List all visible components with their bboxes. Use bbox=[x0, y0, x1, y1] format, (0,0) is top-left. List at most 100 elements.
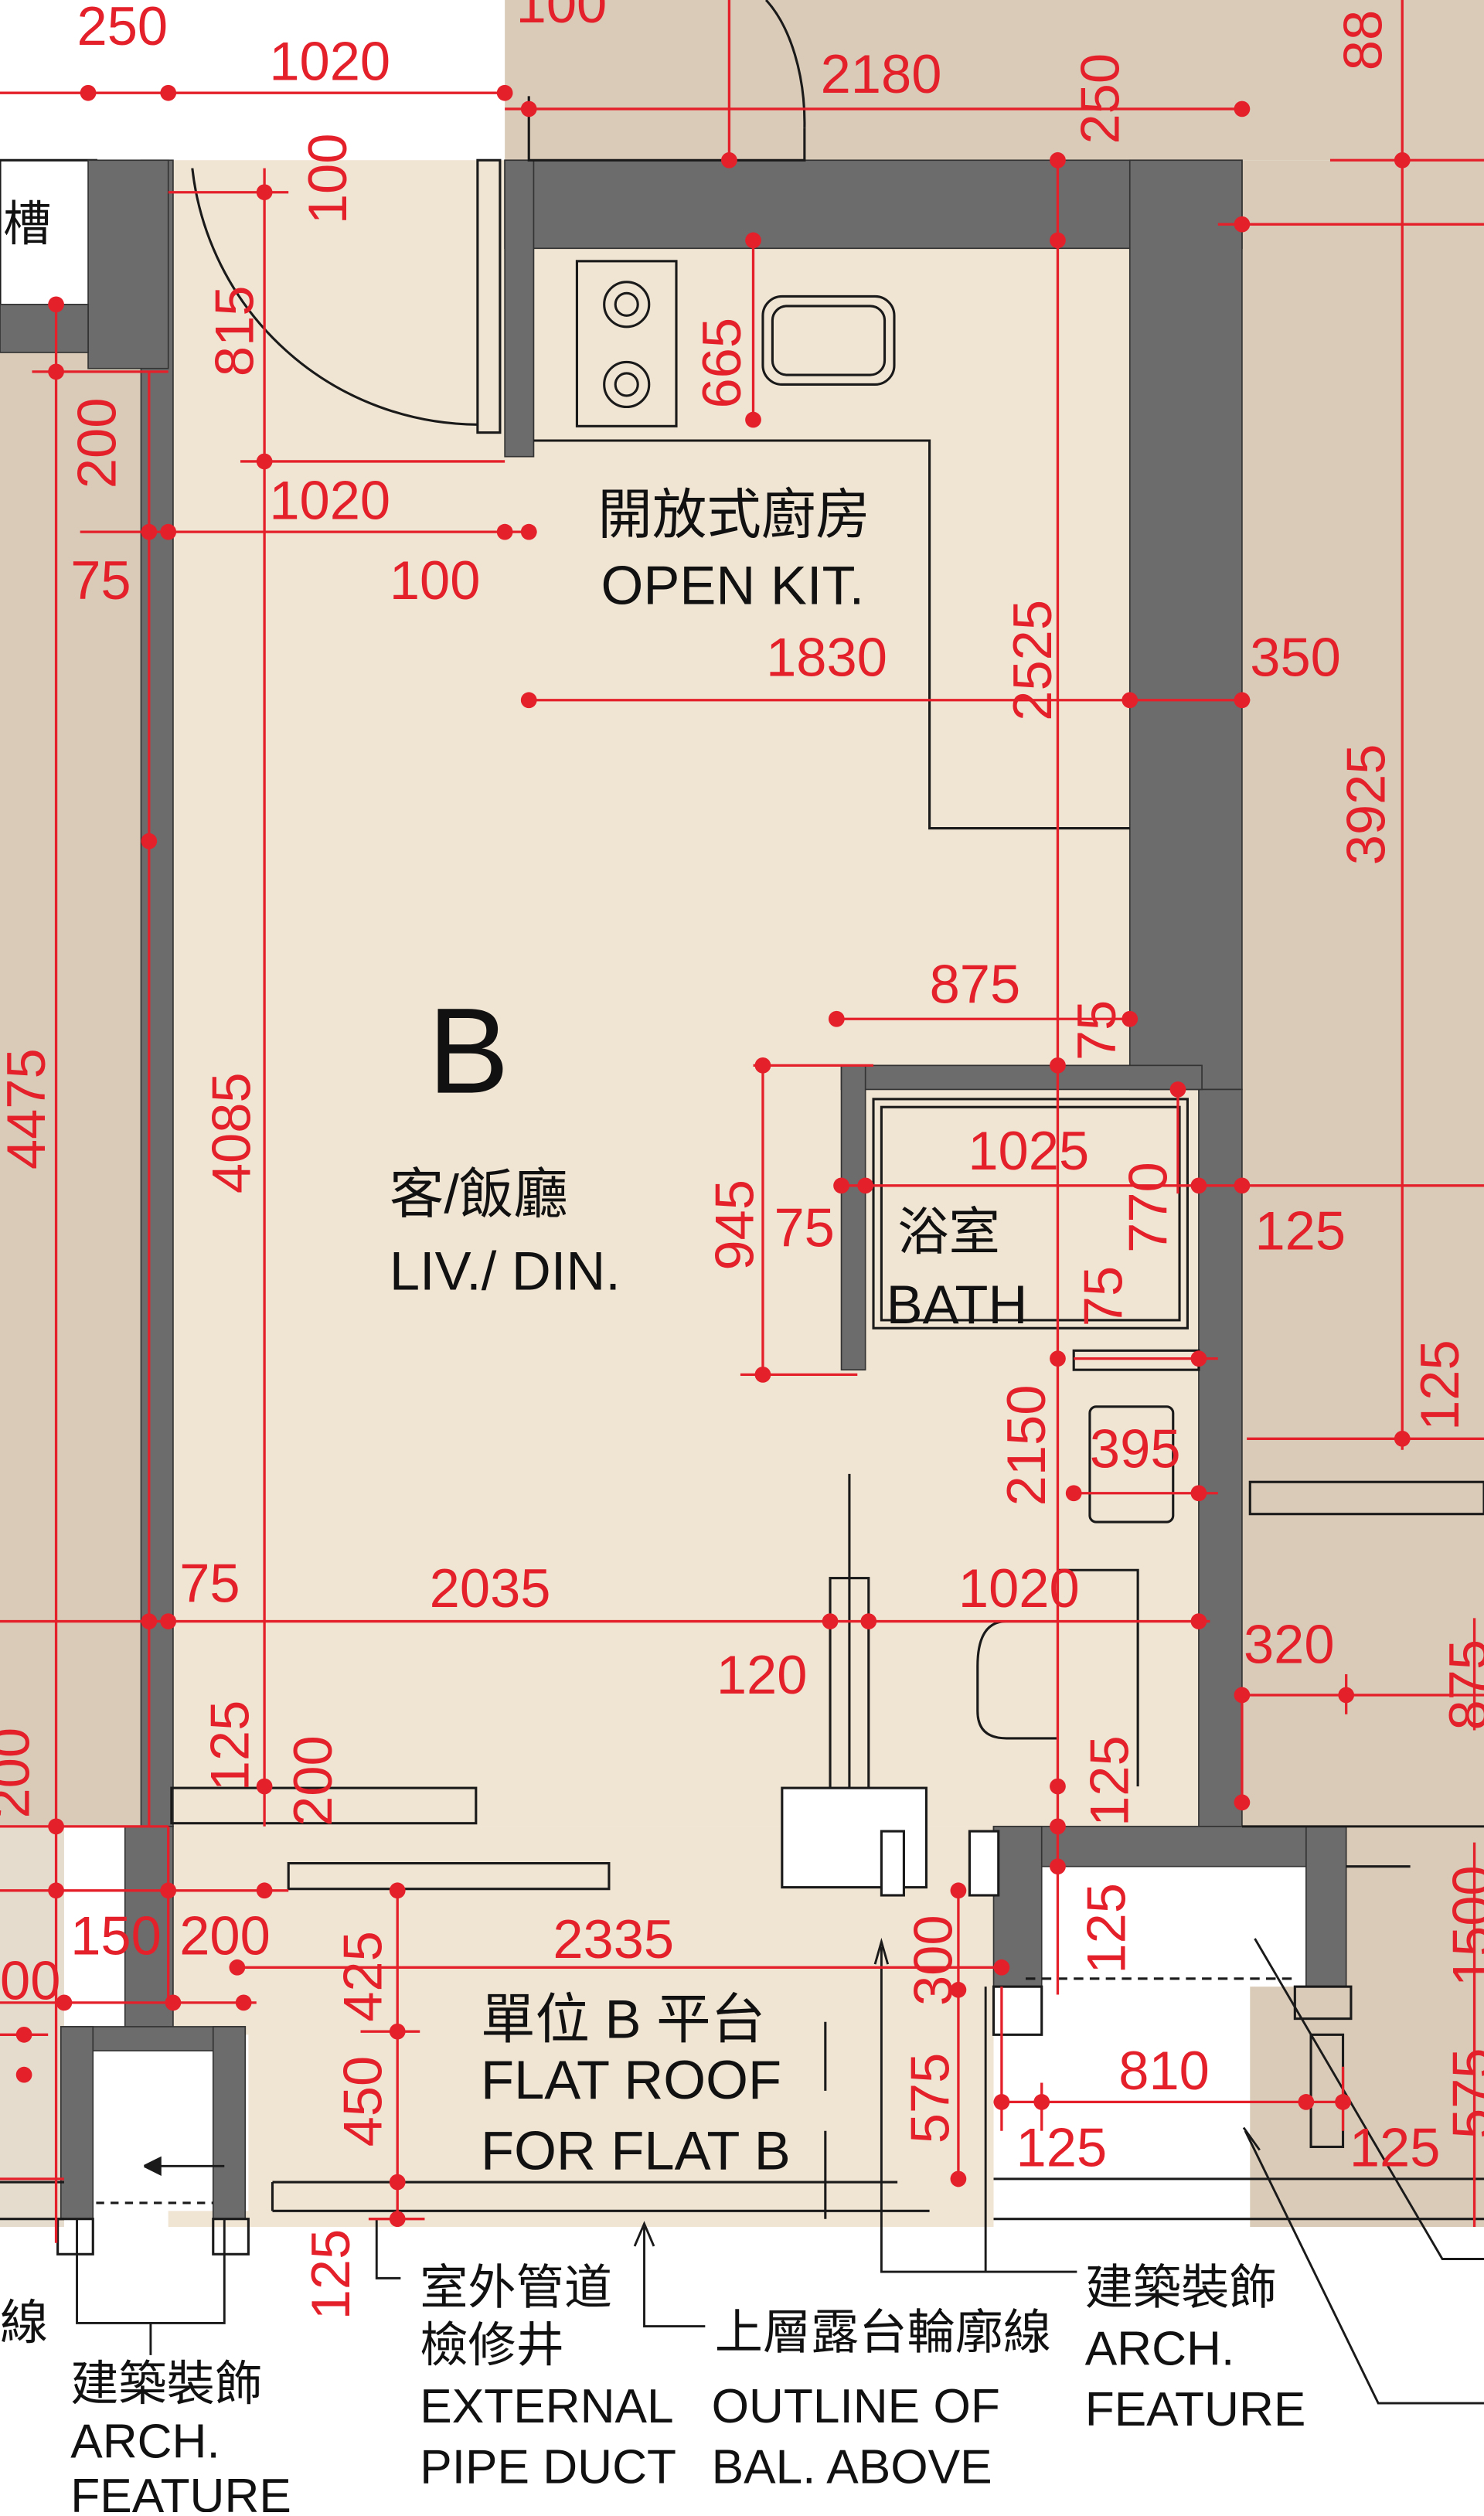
dim-250-top: 250 bbox=[77, 0, 168, 56]
wall-bath-top bbox=[840, 1064, 1203, 1091]
wall-left-stub bbox=[0, 303, 89, 353]
flat-roof-label-en1: FLAT ROOF bbox=[481, 2049, 781, 2110]
dim-200-lw: 200 bbox=[282, 1735, 343, 1827]
dimension-ticks bbox=[15, 84, 1411, 2228]
wall-right-kitchen bbox=[1128, 159, 1243, 1091]
dim-665: 665 bbox=[691, 318, 752, 409]
kitchen-label-en: OPEN KIT. bbox=[601, 554, 865, 615]
wall-kitchen-pillar bbox=[504, 159, 535, 458]
arch-feature-right-interior bbox=[1041, 1858, 1306, 1987]
dim-125-far: 125 bbox=[1409, 1340, 1470, 1431]
dim-2150: 2150 bbox=[996, 1385, 1057, 1507]
dim-75-left: 75 bbox=[70, 550, 131, 611]
dim-00: 00 bbox=[0, 1950, 60, 2011]
dim-250-right: 250 bbox=[1069, 53, 1130, 145]
kitchen-label-zh: 開放式廚房 bbox=[597, 484, 870, 545]
dim-75-c: 75 bbox=[774, 1197, 834, 1258]
shower-tray bbox=[872, 1098, 1189, 1329]
dim-4085: 4085 bbox=[200, 1072, 261, 1193]
pipe-duct-zh1: 室外管道 bbox=[420, 2262, 612, 2315]
dimension-labels: 250 1020 100 2180 250 88 100 815 665 200… bbox=[0, 0, 1484, 2320]
pipe-duct-en2: PIPE DUCT bbox=[420, 2441, 676, 2494]
living-label-en: LIV./ DIN. bbox=[390, 1241, 621, 1302]
dim-125-b1: 125 bbox=[1016, 2116, 1108, 2177]
outside-area-left bbox=[0, 312, 145, 1827]
dim-200-left: 200 bbox=[66, 398, 127, 489]
dim-125-v: 125 bbox=[1076, 1883, 1137, 1974]
unit-letter: B bbox=[428, 983, 509, 1119]
arch-feature-right-en1: ARCH. bbox=[1085, 2322, 1235, 2375]
wall-duct-left bbox=[60, 2026, 94, 2220]
wall-left-top-block bbox=[87, 159, 169, 369]
dim-350: 350 bbox=[1250, 627, 1341, 688]
cooker-hob bbox=[575, 260, 678, 427]
dim-120: 120 bbox=[716, 1644, 808, 1705]
outline-bal-en2: BAL. ABOVE bbox=[712, 2441, 992, 2494]
dim-200-far: 200 bbox=[0, 1728, 40, 1819]
outline-bal-zh: 上層露台輪廓線 bbox=[715, 2307, 1051, 2360]
dim-3925: 3925 bbox=[1335, 744, 1396, 866]
dim-395: 395 bbox=[1090, 1418, 1181, 1479]
dim-770: 770 bbox=[1117, 1162, 1178, 1253]
dim-75-b: 75 bbox=[1066, 1000, 1127, 1061]
kitchen-counter-outline bbox=[533, 439, 1130, 830]
legend-area bbox=[0, 2227, 1484, 2512]
dim-815: 815 bbox=[204, 286, 265, 377]
wash-basin bbox=[1088, 1405, 1175, 1524]
left-stub-label: 槽 bbox=[3, 198, 51, 251]
burner-2 bbox=[603, 360, 651, 409]
fixtures bbox=[0, 0, 1484, 2256]
wall-top-kitchen bbox=[504, 159, 1243, 250]
wall-left bbox=[140, 159, 174, 1827]
dim-4475: 4475 bbox=[0, 1048, 56, 1169]
pipe-duct-en1: EXTERNAL bbox=[420, 2380, 673, 2433]
dim-2335: 2335 bbox=[553, 1908, 674, 1970]
burner-1 bbox=[603, 281, 651, 329]
arch-feature-right-en2: FEATURE bbox=[1085, 2383, 1306, 2436]
dim-450: 450 bbox=[332, 2056, 393, 2147]
dim-125-r: 125 bbox=[1254, 1200, 1346, 1261]
dim-1020-w: 1020 bbox=[958, 1558, 1080, 1619]
dim-2180: 2180 bbox=[821, 43, 942, 104]
arch-feature-left-en1: ARCH. bbox=[70, 2416, 220, 2469]
leader-lines bbox=[76, 1937, 1484, 2405]
dim-200-b: 200 bbox=[179, 1905, 271, 1966]
flat-roof-label-zh: 單位 B 平台 bbox=[481, 1988, 765, 2049]
water-closet bbox=[976, 1620, 1058, 1740]
outside-area-top bbox=[505, 0, 1484, 161]
window-sill-left-2 bbox=[287, 1862, 611, 1891]
dim-1025: 1025 bbox=[968, 1120, 1089, 1181]
dim-1830: 1830 bbox=[766, 627, 887, 688]
wall-bath-left bbox=[840, 1064, 866, 1370]
dim-300: 300 bbox=[903, 1915, 964, 2006]
arch-feature-left-zh: 建築裝飾 bbox=[70, 2358, 263, 2411]
pipe-duct-zh2: 檢修井 bbox=[420, 2319, 564, 2372]
wc-cubicle bbox=[1057, 1568, 1139, 1787]
flat-roof-floor bbox=[168, 1826, 994, 2228]
dim-100-topcut: 100 bbox=[516, 0, 608, 34]
outline-bal-en1: OUTLINE OF bbox=[712, 2380, 1000, 2433]
dim-2035: 2035 bbox=[430, 1558, 551, 1619]
dim-1020-top: 1020 bbox=[269, 31, 390, 92]
window-sill-left bbox=[170, 1786, 478, 1825]
neighbor-window bbox=[1248, 1480, 1484, 1516]
unit-floor bbox=[88, 160, 1306, 2228]
dim-1500: 1500 bbox=[1441, 1865, 1484, 1987]
dim-125-lw: 125 bbox=[199, 1701, 260, 1792]
living-dining-floor bbox=[168, 160, 1242, 1827]
dim-875-far: 875 bbox=[1438, 1639, 1484, 1731]
dim-875: 875 bbox=[930, 954, 1021, 1015]
dim-1020-door: 1020 bbox=[269, 470, 390, 531]
outside-area-right bbox=[1241, 160, 1484, 1827]
dim-945: 945 bbox=[704, 1180, 765, 1271]
dim-150: 150 bbox=[70, 1905, 162, 1966]
dim-125-bot: 125 bbox=[300, 2229, 361, 2320]
wall-duct-right bbox=[212, 2026, 247, 2220]
dim-125-b2: 125 bbox=[1350, 2116, 1441, 2177]
bath-floor bbox=[865, 1089, 1199, 1330]
door-leaf bbox=[476, 158, 502, 434]
wall-arch-top bbox=[992, 1826, 1347, 1867]
annotations: 槽 線 室外管道 檢修井 EXTERNAL PIPE DUCT 上層露台輪廓線 … bbox=[0, 198, 1306, 2516]
